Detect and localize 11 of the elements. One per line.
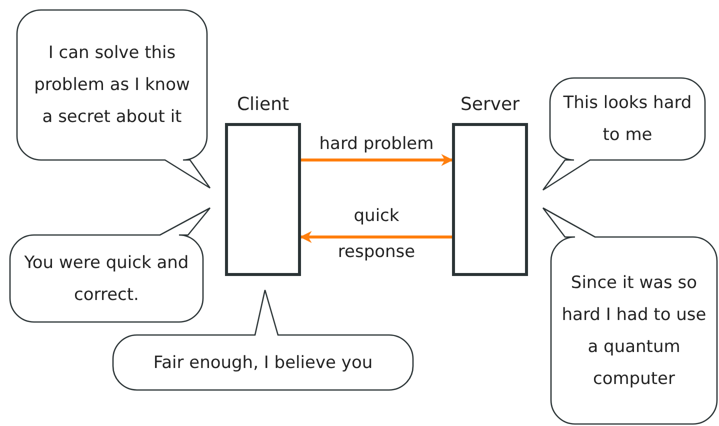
bubble-text: Fair enough, I believe you xyxy=(153,352,373,374)
bubble-text: You were quick and correct. xyxy=(23,252,190,306)
node-heading: Server xyxy=(459,93,521,117)
edge-label: quick response xyxy=(336,205,416,264)
bubble-text: Since it was so hard I had to use a quantum computer xyxy=(561,272,707,390)
edge-label: hard problem xyxy=(318,133,435,156)
arrow xyxy=(300,231,452,243)
arrow xyxy=(301,154,454,166)
bubble-text: This looks hard to me xyxy=(562,92,693,147)
bubble-text: I can solve this problem as I know a secret about it xyxy=(33,42,191,129)
node-heading: Client xyxy=(236,93,290,117)
